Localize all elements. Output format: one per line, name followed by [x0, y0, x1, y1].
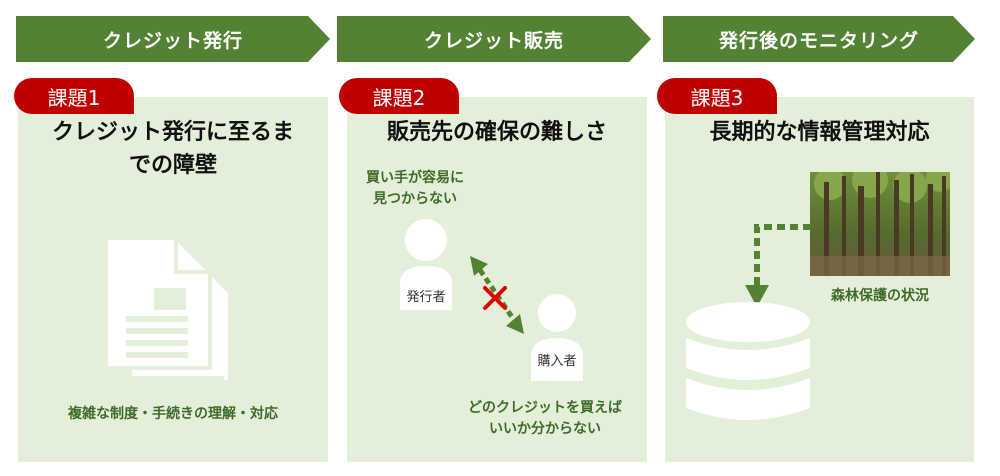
buyer-label: 購入者: [537, 354, 577, 369]
panel-2-note-bottom-line1: どのクレジットを買えば: [468, 400, 622, 416]
panel-1-title-line2: での障壁: [128, 153, 217, 178]
database-icon: [686, 302, 810, 420]
header-step-sales-label: クレジット販売: [423, 29, 564, 52]
header-step-sales: クレジット販売: [337, 16, 651, 62]
badge-issue-1-label: 課題1: [47, 85, 101, 110]
panel-1-title-line1: クレジット発行に至るま: [51, 120, 294, 145]
header-step-monitoring: 発行後のモニタリング: [663, 16, 975, 62]
photo-caption: 森林保護の状況: [831, 288, 929, 304]
panel-2-note-top-line2: 見つからない: [373, 191, 457, 207]
panel-1-caption: 複雑な制度・手続きの理解・対応: [68, 406, 278, 422]
header-step-monitoring-label: 発行後のモニタリング: [718, 29, 919, 52]
issuer-person-icon: [400, 219, 452, 310]
panel-2-note-bottom: どのクレジットを買えば いいか分からない: [440, 398, 650, 440]
badge-issue-3-label: 課題3: [690, 85, 744, 110]
panel-2-note-top: 買い手が容易に 見つからない: [350, 168, 480, 210]
issuer-label: 発行者: [406, 290, 446, 305]
panel-issue-2: [347, 97, 647, 462]
dashed-connector-arrow: [745, 224, 811, 307]
forest-photo: [810, 172, 950, 276]
header-step-issuance-label: クレジット発行: [102, 29, 243, 52]
badge-issue-1: 課題1: [14, 78, 134, 114]
panel-2-note-top-line1: 買い手が容易に: [366, 170, 464, 186]
badge-issue-3: 課題3: [657, 78, 777, 114]
cross-icon: [483, 286, 507, 310]
panel-1-title: クレジット発行に至るま での障壁: [22, 116, 324, 182]
badge-issue-2: 課題2: [339, 78, 459, 114]
panel-2-title: 販売先の確保の難しさ: [386, 120, 607, 145]
documents-icon: [104, 233, 228, 380]
blocked-connection-arrow: [470, 256, 524, 334]
panel-2-note-bottom-line2: いいか分からない: [489, 421, 601, 437]
buyer-person-icon: [531, 294, 583, 381]
panel-3-title: 長期的な情報管理対応: [709, 120, 930, 145]
badge-issue-2-label: 課題2: [372, 85, 426, 110]
header-step-issuance: クレジット発行: [16, 16, 330, 62]
